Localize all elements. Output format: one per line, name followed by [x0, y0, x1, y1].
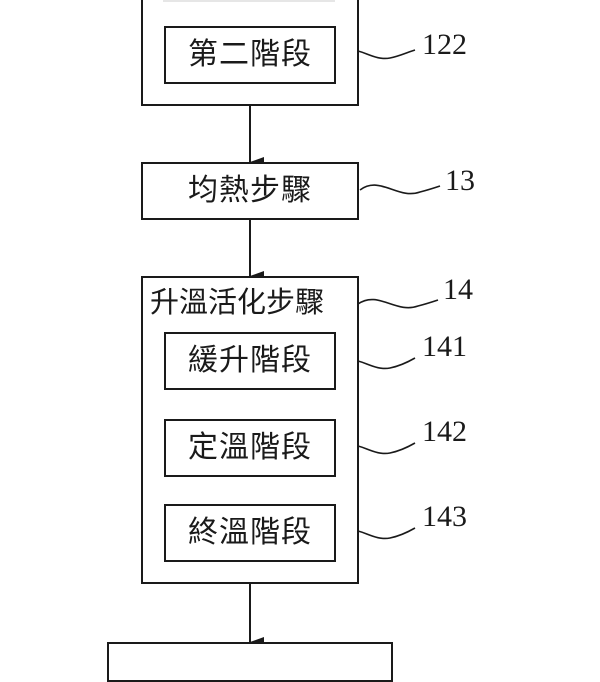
- substep-141-label: 緩升階段: [188, 343, 312, 378]
- ref-141: 141: [422, 330, 467, 363]
- next-step-box: [107, 642, 393, 682]
- leader-13: [359, 184, 441, 195]
- substep-122-label: 第二階段: [188, 37, 312, 72]
- substep-143-box: 終溫階段: [164, 504, 336, 562]
- substep-122-box: 第二階段: [164, 26, 336, 84]
- ref-142: 142: [422, 415, 467, 448]
- step-13-box: 均熱步驟: [141, 162, 359, 220]
- substep-141-box: 緩升階段: [164, 332, 336, 390]
- step-13-label: 均熱步驟: [188, 173, 312, 208]
- ref-143: 143: [422, 500, 467, 533]
- step-12-top-divider: [163, 0, 335, 2]
- ref-13: 13: [445, 164, 475, 197]
- substep-142-label: 定溫階段: [188, 430, 312, 465]
- ref-14: 14: [443, 273, 473, 306]
- step-14-label: 升溫活化步驟: [150, 285, 325, 319]
- substep-142-box: 定溫階段: [164, 419, 336, 477]
- ref-122: 122: [422, 28, 467, 61]
- leader-14: [357, 298, 439, 309]
- substep-143-label: 終溫階段: [188, 515, 312, 550]
